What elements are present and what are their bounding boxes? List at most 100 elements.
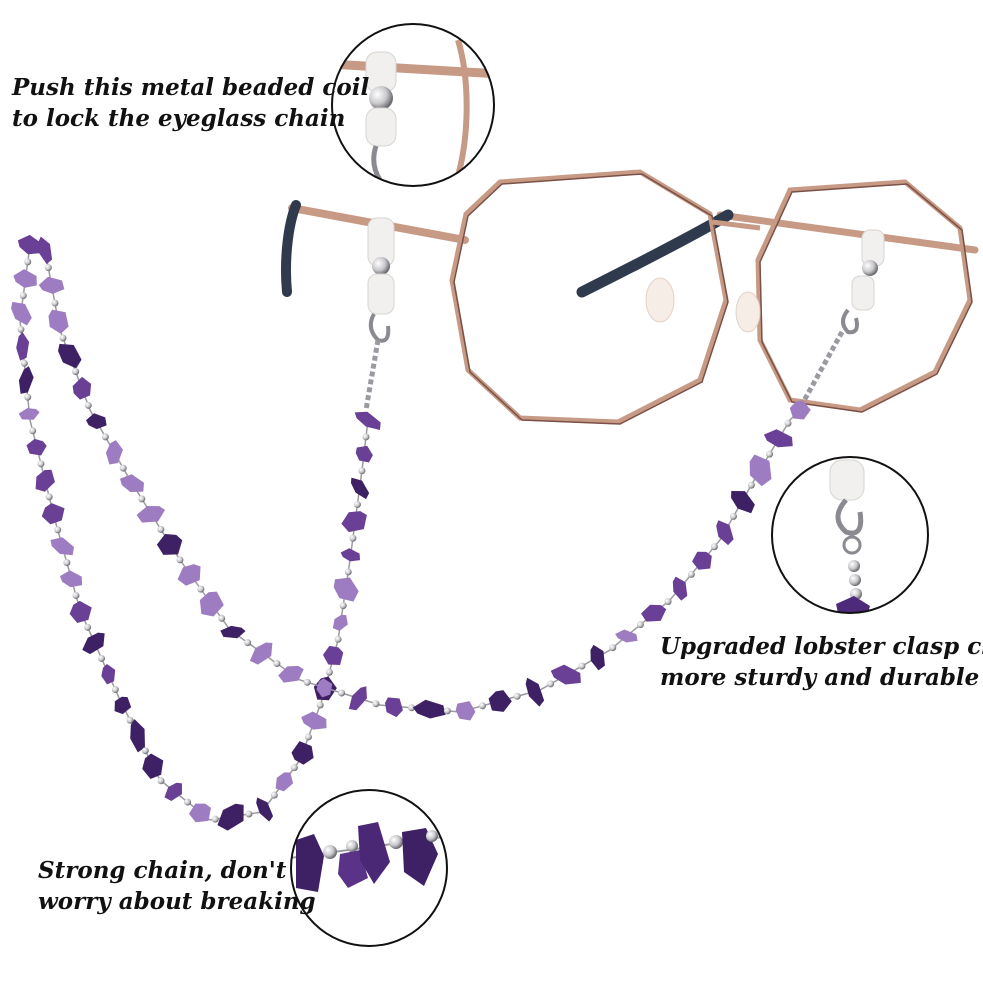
amethyst-chip [412, 699, 446, 719]
amethyst-chip [105, 440, 123, 465]
amethyst-chip [38, 276, 65, 294]
nose-pad [645, 277, 675, 323]
silver-bead [126, 716, 134, 724]
silver-bead [349, 534, 357, 542]
silver-bead [784, 419, 792, 427]
silver-bead [84, 401, 92, 409]
amethyst-chip [188, 803, 211, 823]
silver-bead [513, 692, 521, 700]
silver-bead [157, 777, 165, 785]
chain-detail-inset [290, 789, 448, 947]
silver-bead [72, 591, 80, 599]
silver-bead [362, 433, 370, 441]
silver-bead [19, 292, 27, 300]
silver-bead [766, 450, 774, 458]
amethyst-chip [17, 234, 42, 255]
silver-bead [184, 798, 192, 806]
silver-bead [84, 623, 92, 631]
amethyst-chip [322, 645, 344, 665]
amethyst-chip [763, 429, 793, 448]
amethyst-chip [220, 625, 246, 639]
silver-bead [408, 704, 416, 712]
right-temple-arm [576, 209, 979, 298]
silver-bead [141, 747, 149, 755]
amethyst-chip [256, 797, 274, 822]
silver-bead [37, 460, 45, 468]
amethyst-chip [59, 570, 83, 588]
amethyst-chip [177, 564, 201, 586]
silver-bead [316, 701, 324, 709]
silver-bead [710, 543, 718, 551]
left-lens-frame [449, 169, 729, 425]
silver-bead [218, 614, 226, 622]
silver-bead [578, 662, 586, 670]
amethyst-chip [85, 413, 107, 430]
silver-bead [29, 427, 37, 435]
amethyst-chip [291, 741, 314, 765]
amethyst-chip [316, 678, 333, 698]
amethyst-chip [18, 408, 40, 420]
amethyst-chip [69, 600, 92, 624]
amethyst-chip [11, 301, 32, 326]
coil-detail-inset [331, 23, 495, 187]
amethyst-chip [692, 551, 712, 570]
amethyst-chip [72, 376, 92, 400]
amethyst-chip [16, 332, 30, 361]
silver-bead [747, 481, 755, 489]
amethyst-chip [48, 309, 69, 334]
silver-bead [344, 568, 352, 576]
amethyst-chip [749, 454, 772, 487]
amethyst-chip [333, 577, 359, 602]
amethyst-chip [350, 477, 370, 500]
silver-bead [358, 467, 366, 475]
silver-bead [98, 654, 106, 662]
amethyst-chip-chain [11, 234, 811, 831]
right-holder [797, 229, 885, 410]
silver-bead [119, 464, 127, 472]
eyeglasses [281, 169, 979, 425]
silver-bead [101, 433, 109, 441]
left-holder [363, 217, 395, 411]
amethyst-chip [249, 642, 273, 665]
amethyst-chip [332, 614, 348, 631]
amethyst-chip [354, 411, 381, 430]
silver-bead [44, 264, 52, 272]
silver-bead [353, 500, 361, 508]
amethyst-chip [615, 629, 638, 643]
silver-bead [547, 680, 555, 688]
amethyst-chip [130, 719, 145, 753]
amethyst-chip [716, 520, 734, 546]
silver-bead [609, 644, 617, 652]
amethyst-chip [789, 400, 811, 420]
amethyst-chip [38, 236, 53, 265]
silver-bead [338, 689, 346, 697]
silver-bead [636, 621, 644, 629]
amethyst-chip [488, 690, 512, 712]
amethyst-chip [26, 438, 47, 456]
amethyst-chip [384, 697, 403, 718]
amethyst-chip [672, 576, 688, 601]
silver-bead [54, 526, 62, 534]
amethyst-chip [164, 782, 182, 801]
silver-bead [270, 791, 278, 799]
amethyst-chip [355, 445, 373, 463]
silver-bead [20, 359, 28, 367]
amethyst-chip [18, 366, 34, 394]
silver-bead [197, 585, 205, 593]
silver-bead [157, 525, 165, 533]
silver-bead [273, 660, 281, 668]
silver-bead [334, 635, 342, 643]
silver-bead [290, 764, 298, 772]
amethyst-chip [217, 803, 244, 831]
amethyst-chip [340, 548, 361, 562]
amethyst-chip [41, 503, 65, 525]
silver-bead [24, 393, 32, 401]
silver-bead [339, 602, 347, 610]
amethyst-chip [590, 644, 605, 671]
silver-bead [138, 495, 146, 503]
amethyst-chip [50, 537, 74, 556]
silver-bead [245, 810, 253, 818]
silver-bead [17, 325, 25, 333]
